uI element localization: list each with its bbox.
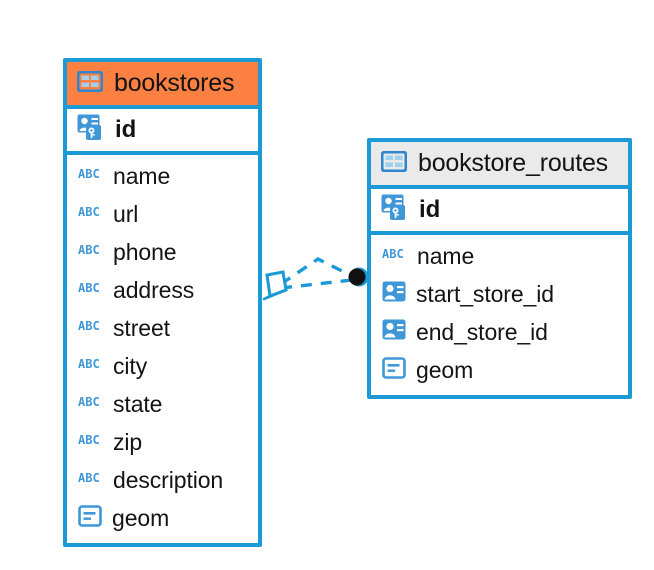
field-row-name[interactable]: ABC name — [371, 237, 628, 275]
abc-text-icon: ABC — [78, 357, 103, 376]
field-list-bookstore-routes: ABC name start_store_id — [371, 235, 628, 393]
field-row-phone[interactable]: ABC phone — [67, 233, 258, 271]
svg-text:ABC: ABC — [78, 281, 100, 295]
abc-text-icon: ABC — [78, 319, 103, 338]
geometry-icon — [78, 504, 102, 532]
svg-text:ABC: ABC — [78, 433, 100, 447]
diamond-marker — [262, 270, 288, 301]
geometry-icon — [382, 356, 406, 384]
abc-text-icon: ABC — [78, 243, 103, 262]
field-label: state — [113, 390, 163, 417]
primary-key-icon — [77, 114, 107, 147]
entity-header-bookstores[interactable]: bookstores — [67, 62, 258, 109]
svg-text:ABC: ABC — [78, 471, 100, 485]
table-grid-icon — [76, 70, 104, 97]
field-list-bookstores: ABC name ABC url ABC p — [67, 155, 258, 541]
field-row-geom[interactable]: geom — [67, 499, 258, 537]
entity-table-bookstores[interactable]: bookstores id — [63, 58, 262, 547]
svg-text:ABC: ABC — [78, 243, 100, 257]
field-label: geom — [416, 356, 474, 383]
field-label: street — [113, 314, 170, 341]
field-row-state[interactable]: ABC state — [67, 385, 258, 423]
field-row-street[interactable]: ABC street — [67, 309, 258, 347]
abc-text-icon: ABC — [78, 433, 103, 452]
field-label: start_store_id — [416, 280, 554, 307]
field-label: city — [113, 352, 148, 379]
field-label: address — [113, 276, 195, 303]
abc-text-icon: ABC — [78, 471, 103, 490]
field-label: zip — [113, 428, 143, 455]
abc-text-icon: ABC — [78, 205, 103, 224]
foreign-key-icon — [382, 319, 406, 345]
field-label: description — [113, 466, 224, 493]
field-row-primary-key[interactable]: id — [67, 109, 258, 155]
svg-text:ABC: ABC — [382, 247, 404, 261]
entity-table-bookstore-routes[interactable]: bookstore_routes id — [367, 138, 632, 399]
field-label: name — [417, 242, 475, 269]
field-label: url — [113, 200, 139, 227]
filled-circle-marker — [348, 267, 369, 287]
field-label: end_store_id — [416, 318, 548, 345]
field-row-zip[interactable]: ABC zip — [67, 423, 258, 461]
field-row-primary-key[interactable]: id — [371, 189, 628, 235]
svg-text:ABC: ABC — [78, 319, 100, 333]
foreign-key-icon — [382, 281, 406, 307]
field-row-geom[interactable]: geom — [371, 351, 628, 389]
svg-text:ABC: ABC — [78, 357, 100, 371]
svg-text:ABC: ABC — [78, 395, 100, 409]
entity-title-label: bookstore_routes — [418, 149, 608, 177]
relationship-line-lower — [280, 278, 353, 290]
field-row-address[interactable]: ABC address — [67, 271, 258, 309]
entity-header-bookstore-routes[interactable]: bookstore_routes — [371, 142, 628, 189]
field-row-description[interactable]: ABC description — [67, 461, 258, 499]
field-row-start-store-id[interactable]: start_store_id — [371, 275, 628, 313]
field-label: geom — [112, 504, 170, 531]
abc-text-icon: ABC — [78, 167, 103, 186]
abc-text-icon: ABC — [78, 395, 103, 414]
field-row-city[interactable]: ABC city — [67, 347, 258, 385]
field-label: phone — [113, 238, 177, 265]
abc-text-icon: ABC — [78, 281, 103, 300]
field-row-name[interactable]: ABC name — [67, 157, 258, 195]
table-grid-icon — [380, 150, 408, 177]
svg-text:ABC: ABC — [78, 205, 100, 219]
field-label: name — [113, 162, 171, 189]
svg-text:ABC: ABC — [78, 167, 100, 181]
field-row-end-store-id[interactable]: end_store_id — [371, 313, 628, 351]
relationship-line-upper — [280, 257, 355, 286]
abc-text-icon: ABC — [382, 247, 407, 266]
primary-key-label: id — [115, 116, 137, 143]
entity-title-label: bookstores — [114, 69, 235, 97]
primary-key-icon — [381, 194, 411, 227]
primary-key-label: id — [419, 196, 441, 223]
field-row-url[interactable]: ABC url — [67, 195, 258, 233]
